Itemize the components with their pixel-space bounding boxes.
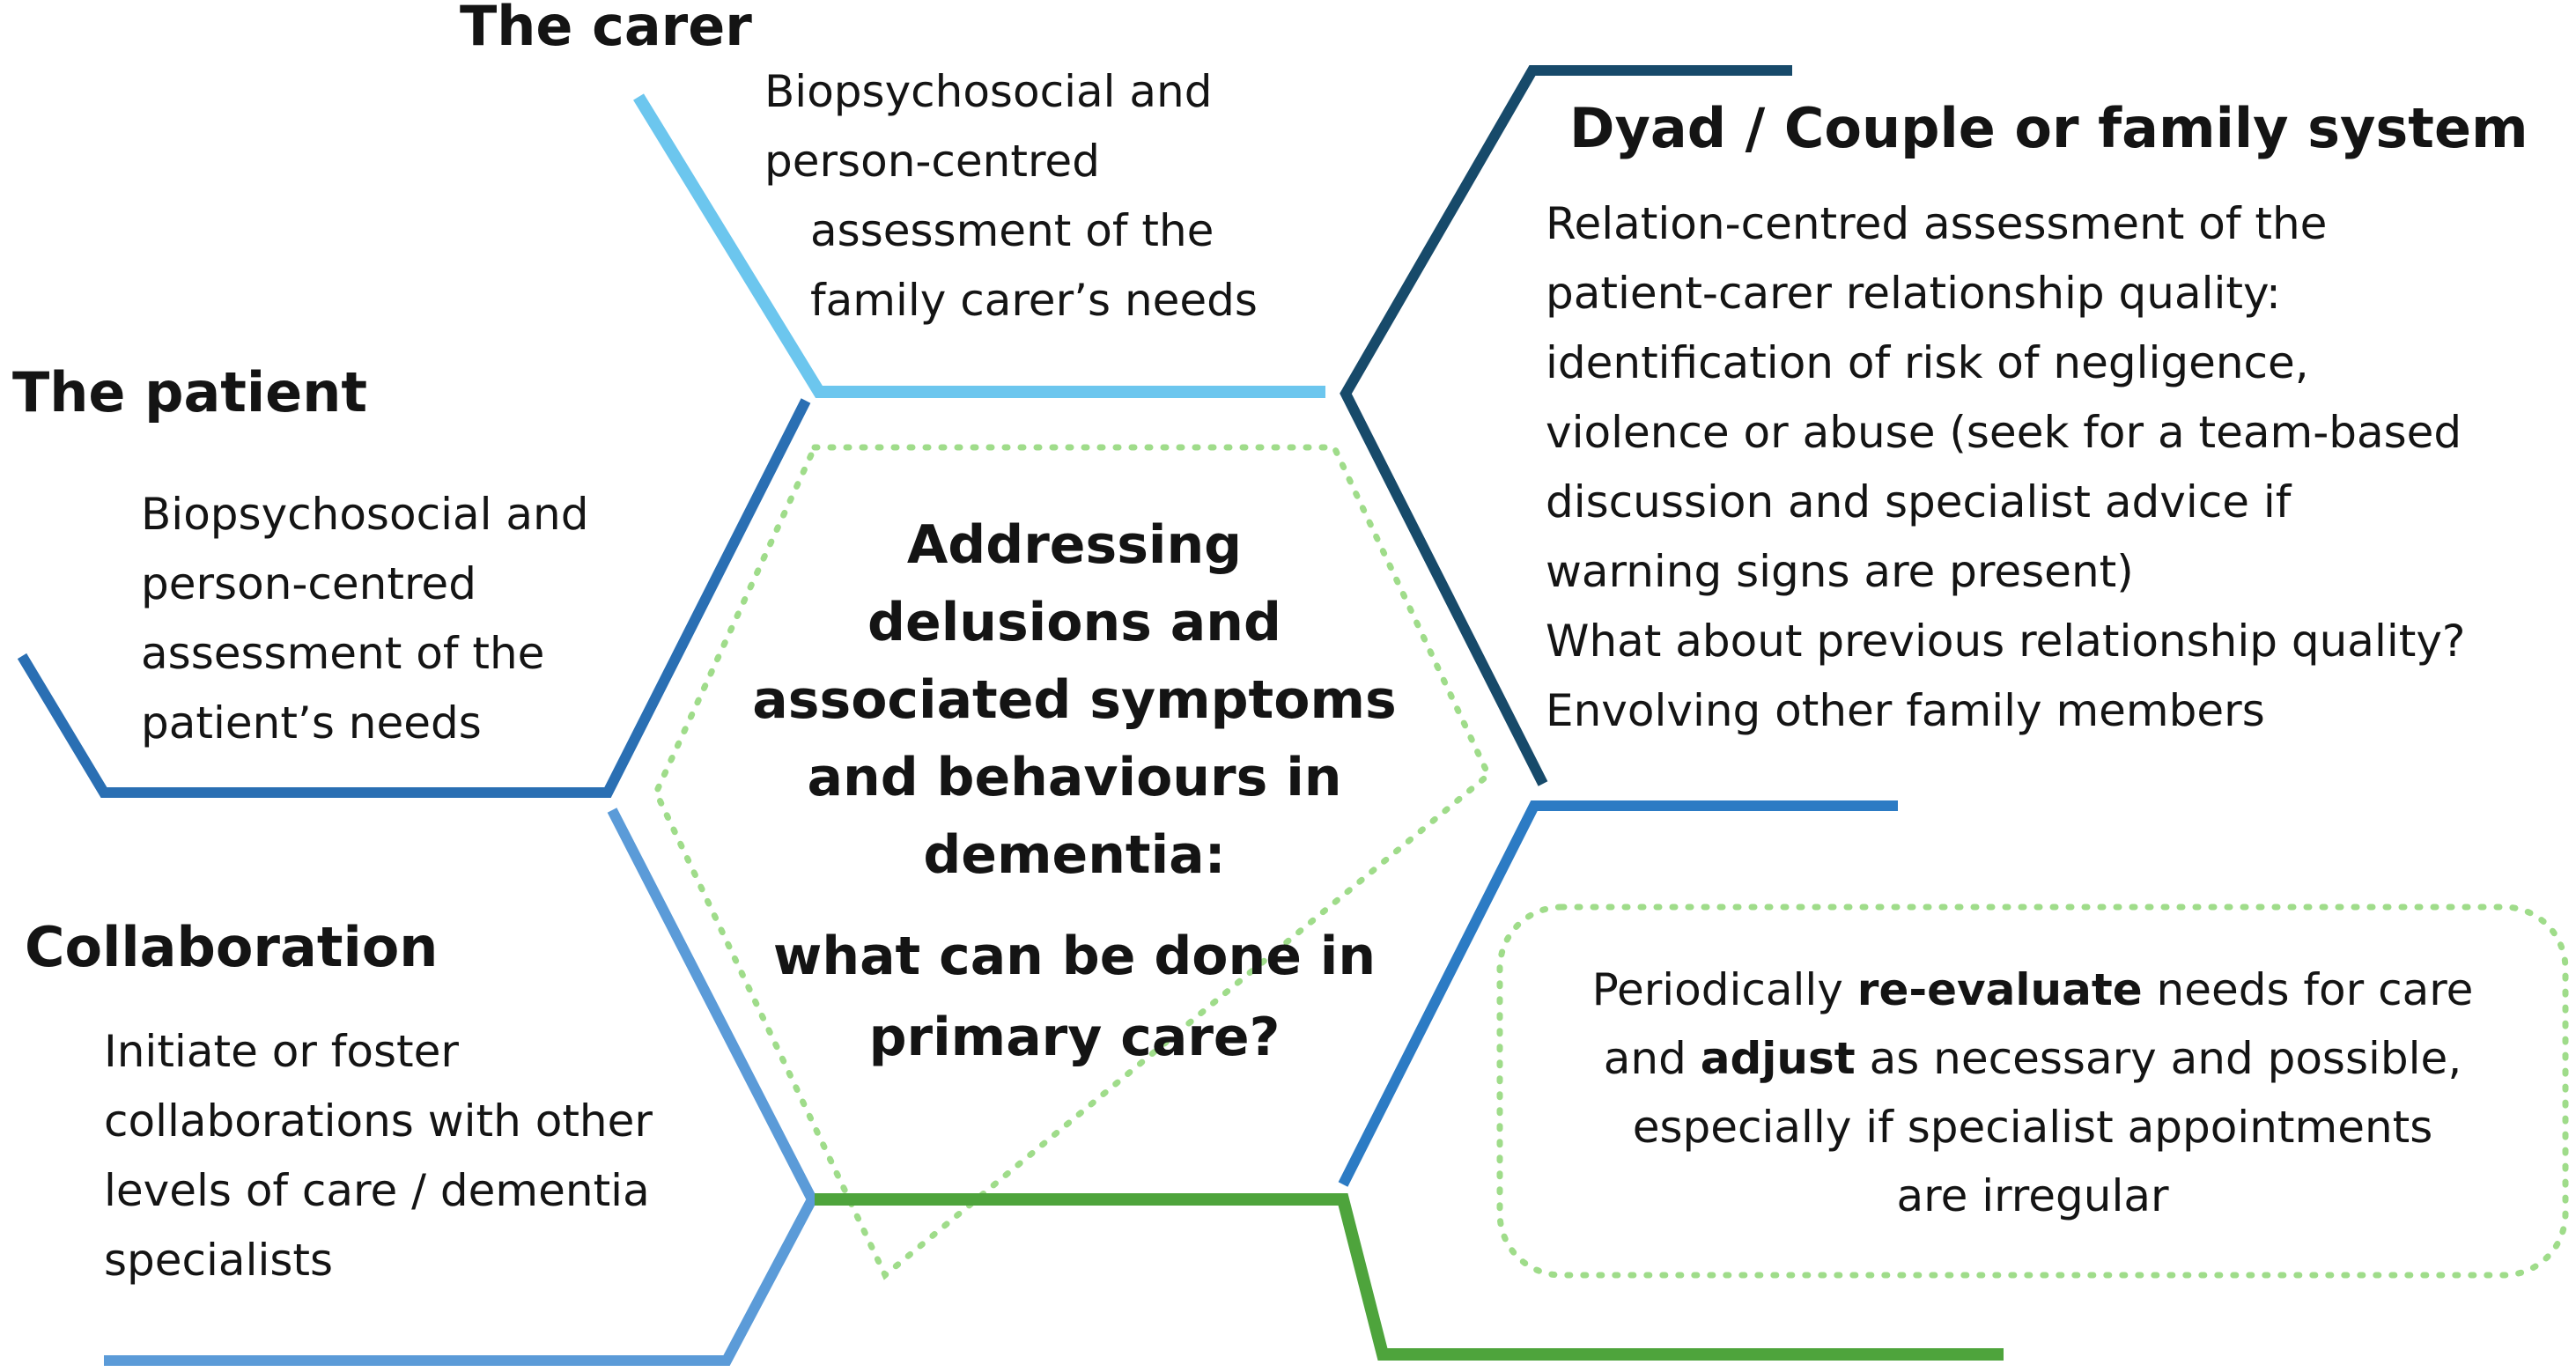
reevaluate-line xyxy=(1338,800,1898,1187)
collaboration-text-line: collaborations with other xyxy=(104,1095,653,1147)
collaboration-text-line: levels of care / dementia xyxy=(104,1165,650,1216)
collaboration-text-line: specialists xyxy=(104,1235,334,1286)
dyad-text-line: discussion and specialist advice if xyxy=(1546,476,2292,527)
collaboration-text: Initiate or foster collaborations with o… xyxy=(104,1017,653,1295)
patient-text-line: patient’s needs xyxy=(141,697,482,749)
dyad-line xyxy=(1340,65,1792,786)
carer-text: Biopsychosocial and person-centred asses… xyxy=(764,57,1258,336)
dyad-text-line: violence or abuse (seek for a team-based xyxy=(1546,407,2462,458)
dyad-text-line: Envolving other family members xyxy=(1546,685,2265,736)
center-title-line: associated symptoms xyxy=(752,669,1397,731)
carer-title: The carer xyxy=(460,0,752,58)
center-question: what can be done in primary care? xyxy=(722,916,1427,1078)
dyad-text: Relation-centred assessment of the patie… xyxy=(1546,189,2465,746)
collaboration-line xyxy=(104,808,818,1366)
center-question-line: what can be done in xyxy=(772,926,1377,987)
reevaluate-line-3: especially if specialist appointments xyxy=(1632,1102,2433,1153)
center-title-line: Addressing xyxy=(906,514,1243,576)
green-line xyxy=(815,1193,2004,1361)
reevaluate-line-2: and adjust as necessary and possible, xyxy=(1603,1033,2462,1084)
patient-text-line: Biopsychosocial and xyxy=(141,489,589,540)
dyad-text-line: patient-carer relationship quality: xyxy=(1546,268,2281,319)
patient-text-line: person-centred xyxy=(141,558,476,609)
patient-title: The patient xyxy=(12,360,367,424)
reevaluate-line-1: Periodically re-evaluate needs for care xyxy=(1591,964,2474,1015)
carer-text-line: family carer’s needs xyxy=(810,275,1258,326)
patient-text: Biopsychosocial and person-centred asses… xyxy=(141,480,588,758)
carer-text-line: Biopsychosocial and xyxy=(764,66,1213,117)
center-title-line: dementia: xyxy=(923,824,1226,886)
reevaluate-text: Periodically re-evaluate needs for care … xyxy=(1513,955,2552,1230)
dyad-text-line: What about previous relationship quality… xyxy=(1546,616,2466,667)
dyad-title: Dyad / Couple or family system xyxy=(1569,96,2528,160)
patient-text-line: assessment of the xyxy=(141,628,545,679)
carer-text-line: assessment of the xyxy=(810,205,1214,256)
reevaluate-box-dotted xyxy=(1496,904,2569,1279)
patient-line xyxy=(17,398,811,798)
collaboration-text-line: Initiate or foster xyxy=(104,1026,459,1077)
carer-line xyxy=(633,93,1325,398)
center-question-line: primary care? xyxy=(868,1007,1281,1068)
center-title-line: and behaviours in xyxy=(807,747,1342,808)
center-hexagon-dotted xyxy=(653,444,1493,1280)
dyad-text-line: identification of risk of negligence, xyxy=(1546,337,2309,388)
reevaluate-line-4: are irregular xyxy=(1896,1170,2169,1221)
center-title: Addressing delusions and associated symp… xyxy=(722,506,1427,894)
carer-text-line: person-centred xyxy=(764,136,1100,187)
center-title-line: delusions and xyxy=(867,592,1281,653)
collaboration-title: Collaboration xyxy=(25,915,439,979)
dyad-text-line: warning signs are present) xyxy=(1546,546,2134,597)
dyad-text-line: Relation-centred assessment of the xyxy=(1546,198,2328,249)
